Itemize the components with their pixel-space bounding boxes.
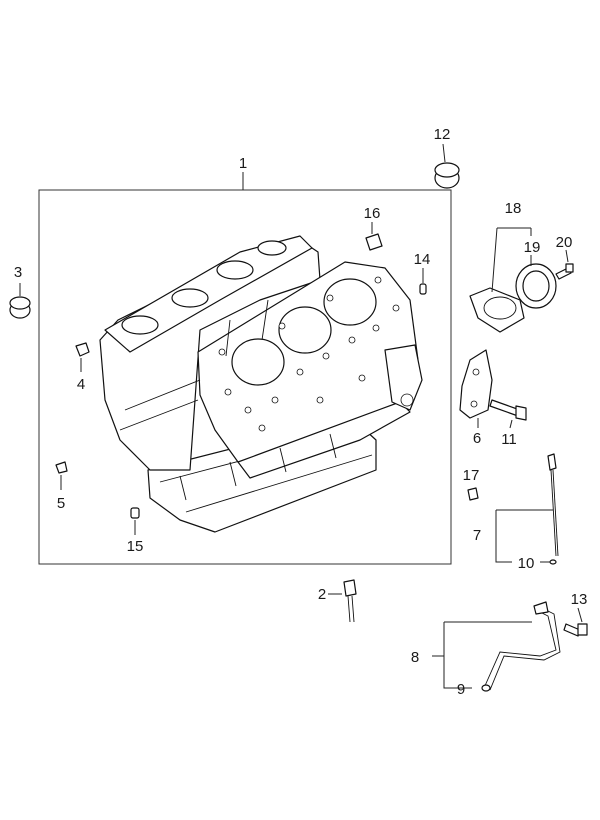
pin-14 [419, 283, 427, 295]
callout-2: 2 [318, 586, 326, 603]
callout-17: 17 [463, 467, 480, 484]
callout-10: 10 [518, 555, 535, 572]
leader-18 [491, 227, 532, 293]
leader-7 [495, 509, 553, 563]
leader-13 [577, 607, 583, 623]
plug-4 [75, 342, 90, 357]
o-ring-9 [481, 684, 491, 692]
o-ring-10 [549, 559, 557, 565]
expansion-plug-12 [434, 162, 460, 189]
callout-14: 14 [414, 251, 431, 268]
callout-16: 16 [364, 205, 381, 222]
expansion-plug-3 [9, 296, 31, 319]
callout-11: 11 [501, 431, 517, 448]
callout-18: 18 [505, 200, 522, 217]
callout-6: 6 [473, 430, 481, 447]
cylinder-block [99, 235, 423, 533]
bolt-11 [489, 399, 527, 421]
bolt-20 [555, 263, 574, 280]
callout-13: 13 [571, 591, 588, 608]
callout-1: 1 [239, 155, 247, 172]
plug-5 [55, 461, 68, 474]
oil-seal-case-18 [469, 287, 525, 333]
callout-12: 12 [434, 126, 451, 143]
bolt-13 [563, 623, 588, 637]
callout-3: 3 [14, 264, 22, 281]
leader-12 [442, 143, 446, 163]
callout-20: 20 [556, 234, 573, 251]
callout-8: 8 [411, 649, 419, 666]
leader-11 [509, 419, 513, 429]
oil-level-gauge-7 [547, 453, 559, 557]
plug-16 [365, 233, 383, 251]
plug-17 [467, 487, 479, 501]
oil-seal-19 [515, 263, 557, 309]
assembly-frame [38, 189, 452, 565]
callout-5: 5 [57, 495, 65, 512]
callout-9: 9 [457, 681, 465, 698]
gauge-guide-8 [483, 601, 561, 691]
callout-7: 7 [473, 527, 481, 544]
callout-19: 19 [524, 239, 541, 256]
leader-8 [432, 621, 532, 689]
bracket-6 [459, 349, 493, 419]
callout-15: 15 [127, 538, 144, 555]
leader-20 [565, 249, 569, 263]
callout-4: 4 [77, 376, 85, 393]
dowel-15 [130, 507, 140, 519]
bolt-2 [343, 579, 357, 623]
